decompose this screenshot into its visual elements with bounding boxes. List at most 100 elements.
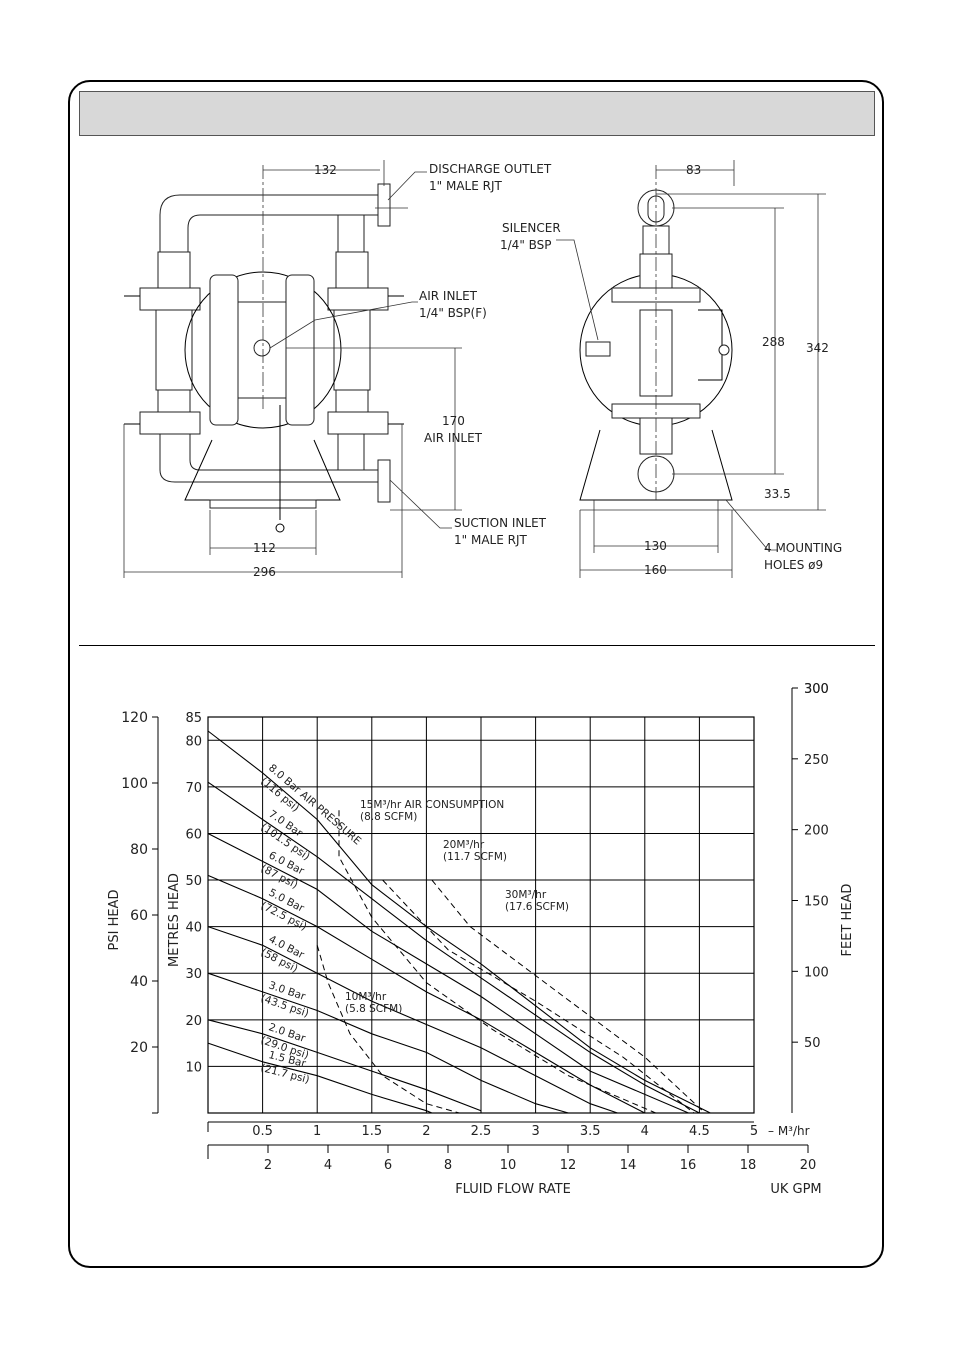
flow-gpm-tick-label: 20 bbox=[800, 1158, 817, 1173]
pressure-curve bbox=[207, 730, 711, 1114]
metres-tick-label: 30 bbox=[185, 967, 202, 982]
air-consumption-label: 15M³/hr AIR CONSUMPTION bbox=[360, 799, 504, 811]
metres-tick-label: 50 bbox=[185, 874, 202, 889]
flow-gpm-tick-label: 14 bbox=[620, 1158, 637, 1173]
feet-tick-label: 300 bbox=[804, 682, 829, 697]
psi-tick-label: 40 bbox=[130, 974, 148, 990]
mounting-holes-label: 4 MOUNTING bbox=[764, 541, 842, 555]
air-consumption-curve bbox=[316, 945, 460, 1114]
front-dim-132: 132 bbox=[314, 163, 337, 177]
air-consumption-scfm-label: (11.7 SCFM) bbox=[443, 851, 507, 863]
metres-tick-label: 85 bbox=[185, 711, 202, 726]
metres-tick-label: 20 bbox=[185, 1014, 202, 1029]
metres-tick-label: 70 bbox=[185, 781, 202, 796]
discharge-outlet-size: 1" MALE RJT bbox=[429, 179, 502, 193]
flow-m3-tick-label: 3.5 bbox=[580, 1124, 601, 1139]
front-dim-170: 170 bbox=[442, 414, 465, 428]
feet-head-label: FEET HEAD bbox=[840, 884, 855, 957]
air-consumption-label: 10M³/hr bbox=[345, 991, 387, 1003]
side-dim-83: 83 bbox=[686, 163, 701, 177]
air-consumption-label: 30M³/hr bbox=[505, 889, 547, 901]
suction-inlet-label: SUCTION INLET bbox=[454, 516, 547, 530]
pressure-curve bbox=[207, 874, 646, 1114]
flow-gpm-tick-label: 18 bbox=[740, 1158, 757, 1173]
air-consumption-curve bbox=[338, 810, 656, 1114]
air-consumption-label: 20M³/hr bbox=[443, 839, 485, 851]
section-divider bbox=[79, 645, 875, 646]
flow-m3-tick-label: 2.5 bbox=[471, 1124, 492, 1139]
front-dim-112: 112 bbox=[253, 541, 276, 555]
flow-m3-tick-label: 4 bbox=[641, 1124, 649, 1139]
pressure-curve bbox=[207, 926, 618, 1114]
pressure-curve bbox=[207, 1019, 482, 1113]
feet-tick-label: 100 bbox=[804, 965, 829, 980]
flow-m3-tick-label: 3 bbox=[531, 1124, 539, 1139]
silencer-size: 1/4" BSP bbox=[500, 238, 552, 252]
front-dim-296: 296 bbox=[253, 565, 276, 579]
flow-m3-unit: – M³/hr bbox=[768, 1124, 810, 1138]
feet-tick-label: 50 bbox=[804, 1036, 821, 1051]
pressure-curve bbox=[207, 972, 569, 1114]
front-view-dimensions bbox=[123, 160, 462, 578]
flow-m3-tick-label: 2 bbox=[422, 1124, 430, 1139]
flow-gpm-tick-label: 4 bbox=[324, 1158, 332, 1173]
suction-inlet-size: 1" MALE RJT bbox=[454, 533, 527, 547]
side-view-dimensions bbox=[556, 160, 826, 578]
metres-tick-label: 60 bbox=[185, 827, 202, 842]
air-consumption-scfm-label: (17.6 SCFM) bbox=[505, 901, 569, 913]
page-frame bbox=[68, 80, 884, 1268]
psi-tick-label: 100 bbox=[121, 776, 148, 792]
pressure-curve bbox=[207, 781, 700, 1114]
air-inlet-label: AIR INLET bbox=[419, 289, 478, 303]
side-dim-288: 288 bbox=[762, 335, 785, 349]
side-dim-130: 130 bbox=[644, 539, 667, 553]
front-view-pump bbox=[124, 165, 404, 533]
chart-axes: 1020304050607080852040608010012050100150… bbox=[121, 682, 829, 1197]
air-consumption-scfm-label: (5.8 SCFM) bbox=[345, 1003, 402, 1015]
flow-gpm-tick-label: 16 bbox=[680, 1158, 697, 1173]
side-dim-342: 342 bbox=[806, 341, 829, 355]
mounting-holes-size: HOLES ø9 bbox=[764, 558, 823, 572]
flow-m3-tick-label: 4.5 bbox=[689, 1124, 710, 1139]
pressure-curve bbox=[207, 1042, 433, 1114]
feet-tick-label: 250 bbox=[804, 753, 829, 768]
flow-gpm-tick-label: 10 bbox=[500, 1158, 517, 1173]
air-consumption-curve bbox=[431, 879, 706, 1114]
metres-tick-label: 10 bbox=[185, 1060, 202, 1075]
side-dim-33-5: 33.5 bbox=[764, 487, 791, 501]
feet-tick-label: 300 bbox=[804, 682, 829, 697]
air-consumption-curve bbox=[382, 879, 695, 1114]
silencer-label: SILENCER bbox=[502, 221, 561, 235]
flow-gpm-tick-label: 12 bbox=[560, 1158, 577, 1173]
flow-m3-tick-label: 5 bbox=[750, 1124, 758, 1139]
front-dim-air-inlet: AIR INLET bbox=[424, 431, 483, 445]
pressure-curves bbox=[207, 730, 711, 1114]
side-view-pump bbox=[579, 165, 733, 501]
metres-tick-label: 40 bbox=[185, 921, 202, 936]
discharge-outlet-label: DISCHARGE OUTLET bbox=[429, 162, 552, 176]
front-view-labels: 132 DISCHARGE OUTLET 1" MALE RJT AIR INL… bbox=[253, 162, 552, 579]
psi-tick-label: 60 bbox=[130, 908, 148, 924]
air-consumption-curves bbox=[316, 810, 706, 1114]
air-consumption-scfm-label: (8.8 SCFM) bbox=[360, 811, 417, 823]
metres-head-label: METRES HEAD bbox=[167, 873, 182, 967]
flow-m3-tick-label: 1 bbox=[313, 1124, 321, 1139]
psi-tick-label: 20 bbox=[130, 1040, 148, 1056]
side-dim-160: 160 bbox=[644, 563, 667, 577]
feet-tick-label: 150 bbox=[804, 895, 829, 910]
metres-tick-label: 80 bbox=[185, 734, 202, 749]
side-view-labels: 83 SILENCER 1/4" BSP 288 342 33.5 130 16… bbox=[500, 163, 842, 577]
psi-tick-label: 120 bbox=[121, 710, 148, 726]
pressure-curve bbox=[207, 833, 689, 1114]
psi-head-label: PSI HEAD bbox=[107, 890, 122, 951]
air-inlet-size: 1/4" BSP(F) bbox=[419, 306, 487, 320]
flow-m3-tick-label: 1.5 bbox=[361, 1124, 382, 1139]
flow-gpm-tick-label: 6 bbox=[384, 1158, 392, 1173]
flow-gpm-tick-label: 2 bbox=[264, 1158, 272, 1173]
feet-tick-label: 200 bbox=[804, 824, 829, 839]
fluid-flow-rate-label: FLUID FLOW RATE bbox=[455, 1182, 571, 1197]
flow-gpm-unit: UK GPM bbox=[770, 1182, 821, 1197]
title-bar bbox=[79, 91, 875, 136]
